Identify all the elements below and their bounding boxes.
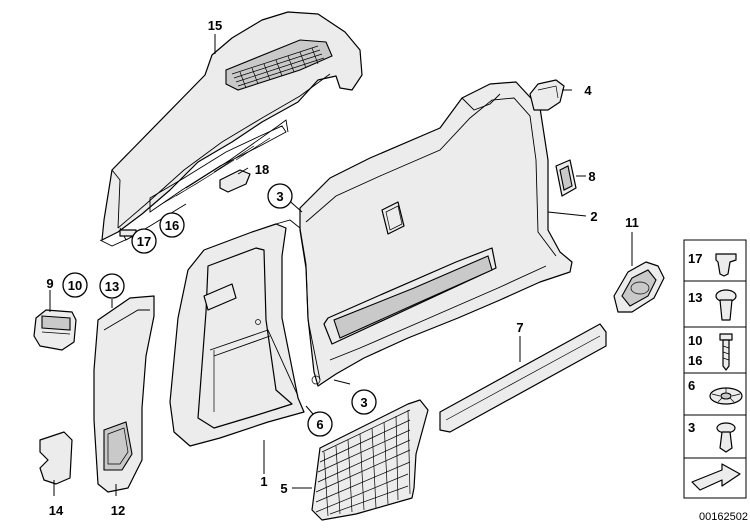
callout-7: 7 bbox=[516, 320, 523, 335]
clip-fastener-icon bbox=[716, 422, 736, 453]
callout-3-top: 3 bbox=[267, 183, 293, 209]
part-12-pillar-trim bbox=[93, 295, 155, 493]
part-8-grip-insert bbox=[555, 159, 577, 197]
callout-16: 16 bbox=[159, 212, 185, 238]
part-15-upper-trim bbox=[99, 11, 363, 247]
arrow-icon bbox=[691, 463, 741, 491]
svg-text:3: 3 bbox=[360, 395, 367, 410]
svg-text:10: 10 bbox=[68, 278, 82, 293]
part-7-trim-strip bbox=[439, 323, 607, 433]
part-5-cargo-net bbox=[311, 399, 429, 521]
callout-14: 14 bbox=[49, 503, 64, 518]
leader-lines bbox=[49, 34, 633, 496]
legend-label-3: 3 bbox=[688, 420, 695, 435]
legend-label-13: 13 bbox=[688, 290, 702, 305]
callout-8: 8 bbox=[588, 169, 595, 184]
callout-2: 2 bbox=[590, 209, 597, 224]
callout-11: 11 bbox=[625, 215, 639, 230]
svg-text:3: 3 bbox=[276, 189, 283, 204]
callout-5: 5 bbox=[280, 481, 287, 496]
svg-text:16: 16 bbox=[165, 218, 179, 233]
callout-10: 10 bbox=[62, 272, 88, 298]
callout-17: 17 bbox=[131, 228, 157, 254]
part-9-switch bbox=[33, 309, 77, 351]
callout-13: 13 bbox=[99, 273, 125, 299]
screw-icon bbox=[719, 333, 733, 371]
callout-18: 18 bbox=[255, 162, 269, 177]
part-14-small-cover bbox=[39, 431, 73, 485]
part-18-clip bbox=[219, 169, 251, 193]
legend-label-17: 17 bbox=[688, 251, 702, 266]
part-2-side-trim-panel bbox=[299, 81, 573, 387]
part-4-cover-cap bbox=[529, 79, 565, 111]
net-mesh bbox=[315, 409, 411, 517]
svg-text:6: 6 bbox=[316, 417, 323, 432]
part-1-lower-trim bbox=[169, 219, 321, 447]
svg-text:13: 13 bbox=[105, 279, 119, 294]
callout-4: 4 bbox=[584, 83, 592, 98]
grille-pattern bbox=[231, 45, 325, 89]
svg-text:17: 17 bbox=[137, 234, 151, 249]
callout-1: 1 bbox=[260, 474, 267, 489]
plastic-nut-icon bbox=[715, 289, 737, 321]
callout-12: 12 bbox=[111, 503, 125, 518]
spring-nut-icon bbox=[709, 387, 743, 405]
callout-15: 15 bbox=[208, 18, 222, 33]
expanding-rivet-icon bbox=[715, 253, 737, 277]
part-11-speaker-cover bbox=[613, 261, 665, 313]
legend-label-10: 10 bbox=[688, 333, 702, 348]
callout-labels: 15 4 8 2 11 18 9 7 1 5 12 14 bbox=[46, 18, 638, 518]
callout-3-bottom: 3 bbox=[351, 389, 377, 415]
drawing-number: 00162502 bbox=[699, 511, 748, 523]
callout-9: 9 bbox=[46, 276, 53, 291]
legend-label-6: 6 bbox=[688, 378, 695, 393]
circled-callouts: 3 16 17 10 13 3 6 bbox=[62, 183, 377, 437]
callout-6: 6 bbox=[307, 411, 333, 437]
legend-label-16: 16 bbox=[688, 353, 702, 368]
fastener-legend: 17 13 10 16 6 3 bbox=[683, 239, 747, 499]
